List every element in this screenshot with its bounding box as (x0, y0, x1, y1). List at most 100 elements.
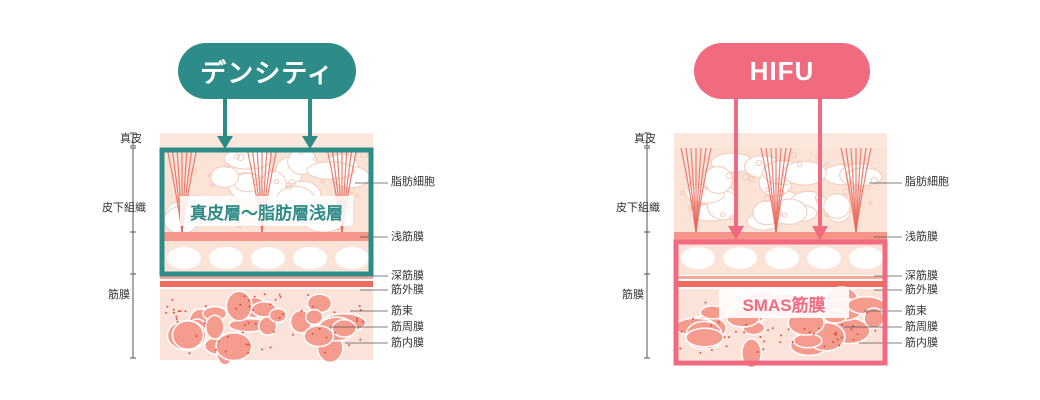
muscle-fiber (356, 320, 358, 322)
muscle-fiber (235, 308, 237, 310)
muscle-fiber-bundle (304, 326, 333, 347)
label-epimysium: 筋外膜 (391, 284, 424, 296)
treatment-title-pill: デンシティ (178, 43, 356, 99)
muscle-fiber (244, 295, 246, 297)
muscle-fiber-bundle (686, 328, 723, 347)
deep-fascia-band (674, 276, 887, 279)
deep-fascia-band (160, 276, 373, 279)
muscle-fiber (359, 305, 361, 307)
fat-cell (335, 247, 369, 269)
layer-label-dermis: 真皮 (120, 133, 142, 145)
muscle-fiber (247, 322, 249, 324)
muscle-fiber (173, 309, 175, 311)
muscle-fiber (215, 349, 217, 351)
muscle-fiber (282, 313, 284, 315)
muscle-fiber (359, 339, 361, 341)
muscle-fiber-bundle (742, 339, 761, 368)
muscle-fiber-bundle (216, 333, 252, 361)
label-superficial-fascia: 浅筋膜 (391, 231, 424, 243)
muscle-fiber (705, 302, 707, 304)
muscle-fiber (857, 333, 859, 335)
fat-cell (807, 247, 841, 269)
muscle-fiber (275, 299, 277, 301)
muscle-fiber-bundle (226, 291, 252, 321)
muscle-fiber (841, 337, 843, 339)
skin-tissue-layers (160, 133, 373, 365)
muscle-fiber (838, 344, 840, 346)
muscle-fiber (728, 336, 730, 338)
fat-cell (209, 247, 243, 269)
muscle-fiber (792, 341, 794, 343)
label-fascicle: 筋束 (905, 305, 927, 317)
dermis-layer (674, 133, 887, 148)
fat-cell (849, 247, 883, 269)
muscle-fiber (780, 334, 782, 336)
muscle-fiber (772, 327, 774, 329)
superficial-fascia-band (160, 232, 373, 241)
muscle-fiber (185, 310, 187, 312)
muscle-fiber (779, 341, 781, 343)
muscle-fiber (264, 293, 266, 295)
muscle-fiber (841, 324, 843, 326)
layer-label-fascia: 筋膜 (622, 289, 644, 301)
dermis-layer (160, 133, 373, 148)
muscle-fiber (718, 321, 720, 323)
left-panel-density: デンシティ 真皮層〜脂肪層浅層 真皮 皮下組織 筋膜 脂肪細胞 浅筋膜 深筋膜 … (0, 0, 520, 400)
muscle-fiber (252, 309, 254, 311)
muscle-fiber (301, 310, 303, 312)
muscle-fiber (803, 328, 805, 330)
muscle-fiber (837, 338, 839, 340)
label-endomysium: 筋内膜 (391, 337, 424, 349)
label-epimysium: 筋外膜 (905, 284, 938, 296)
fat-cell (723, 247, 757, 269)
label-deep-fascia: 深筋膜 (905, 270, 938, 282)
muscle-fiber (279, 294, 281, 296)
muscle-fiber (279, 317, 281, 319)
muscle-fiber (244, 324, 246, 326)
label-fat-cell: 脂肪細胞 (905, 176, 949, 188)
muscle-fiber (248, 344, 250, 346)
muscle-fiber (759, 336, 761, 338)
muscle-fiber (692, 318, 694, 320)
muscle-fiber (227, 336, 229, 338)
layer-label-dermis: 真皮 (634, 133, 656, 145)
muscle-fiber (245, 344, 247, 346)
label-perimysium: 筋周膜 (905, 321, 938, 333)
muscle-fiber (823, 345, 825, 347)
right-panel-hifu: HIFU SMAS筋膜 真皮 皮下組織 筋膜 脂肪細胞 浅筋膜 深筋膜 筋外膜 … (514, 0, 1034, 400)
muscle-fiber (743, 331, 745, 333)
muscle-fiber (809, 331, 811, 333)
muscle-fiber (218, 341, 220, 343)
muscle-fiber (175, 316, 177, 318)
muscle-fiber (195, 335, 197, 337)
muscle-fiber (866, 312, 868, 314)
muscle-fiber (832, 341, 834, 343)
muscle-fiber (165, 312, 167, 314)
muscle-fiber (171, 299, 173, 301)
muscle-fiber (334, 311, 336, 313)
label-deep-fascia: 深筋膜 (391, 270, 424, 282)
muscle-fiber (818, 327, 820, 329)
muscle-fiber (745, 324, 747, 326)
muscle-fiber (255, 323, 257, 325)
muscle-fiber (261, 348, 263, 350)
muscle-fiber-bundle (172, 321, 203, 349)
muscle-fiber (710, 325, 712, 327)
muscle-fiber (699, 352, 701, 354)
muscle-fiber (835, 332, 837, 334)
label-superficial-fascia: 浅筋膜 (905, 231, 938, 243)
layer-label-subcutis: 皮下組織 (102, 202, 146, 214)
muscle-fiber (853, 339, 855, 341)
muscle-fiber (679, 348, 681, 350)
fat-cell (251, 247, 285, 269)
muscle-fiber (851, 328, 853, 330)
epimysium-band (160, 281, 373, 287)
muscle-fiber (319, 328, 321, 330)
muscle-fiber (177, 321, 179, 323)
muscle-fiber (180, 310, 182, 312)
muscle-fiber-bundle (269, 309, 286, 323)
muscle-fiber (166, 306, 168, 308)
fat-cell (167, 247, 201, 269)
muscle-fiber (273, 331, 275, 333)
